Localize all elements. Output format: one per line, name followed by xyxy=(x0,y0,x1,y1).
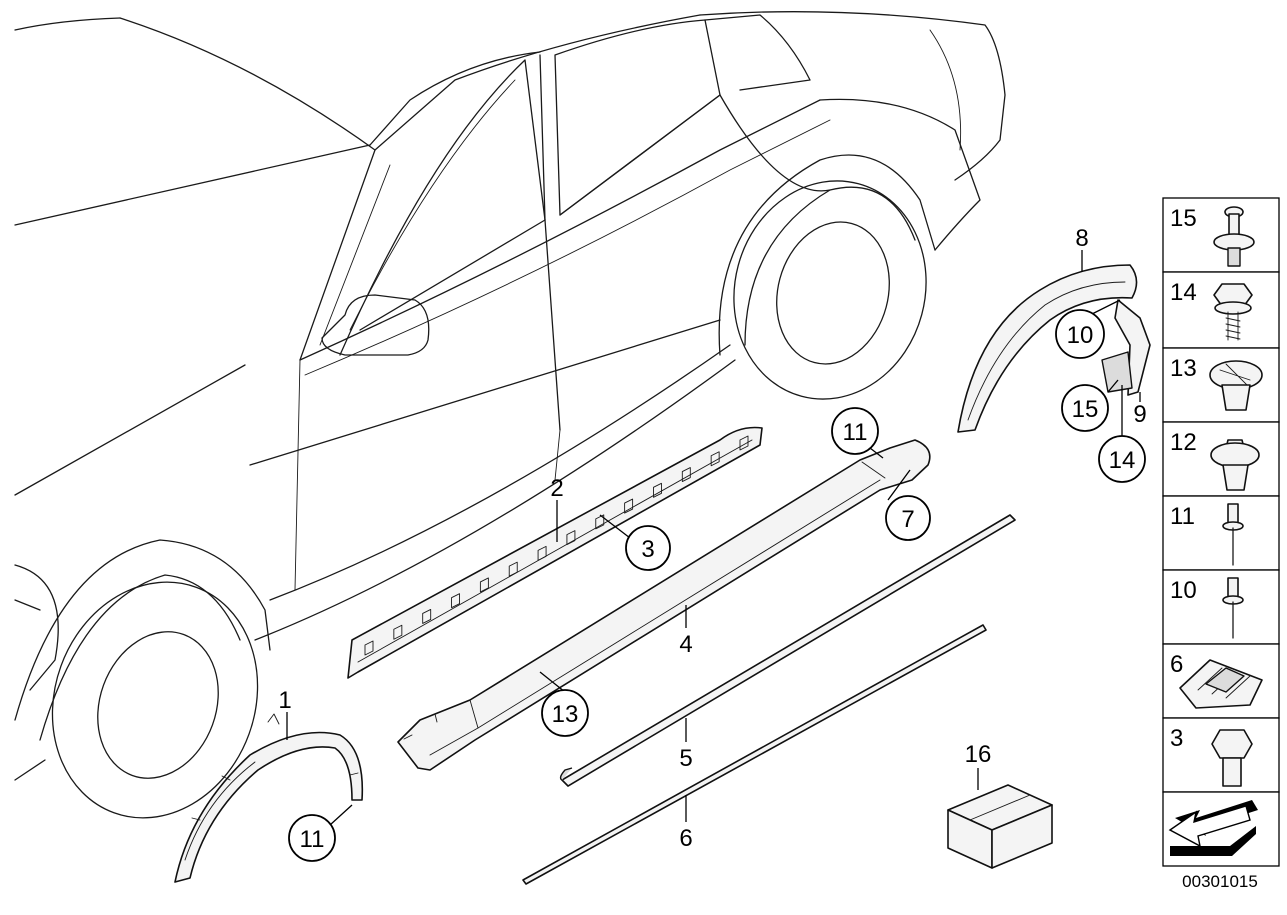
legend-label-11: 11 xyxy=(1170,503,1195,530)
callout-15: 15 xyxy=(1072,396,1099,423)
clip-12-icon xyxy=(1210,439,1260,491)
sill-mounting-rail xyxy=(347,426,763,679)
leader-lines xyxy=(286,250,1141,826)
collar-screw-14-icon xyxy=(1213,283,1253,341)
kit-box xyxy=(947,784,1053,869)
blind-rivet-11-icon xyxy=(1222,503,1244,566)
legend-label-10: 10 xyxy=(1170,577,1197,604)
callout-16: 16 xyxy=(965,741,992,768)
rail-clip xyxy=(595,514,605,530)
callout-7: 7 xyxy=(901,506,914,533)
callout-4: 4 xyxy=(679,631,692,658)
legend-label-6: 6 xyxy=(1170,651,1183,678)
front-wheel-arch-trim xyxy=(174,713,364,883)
callout-11-rear: 11 xyxy=(843,419,868,446)
rail-clip xyxy=(681,467,691,482)
rail-clip xyxy=(710,451,720,467)
legend-label-15: 15 xyxy=(1170,205,1197,232)
reference-number: 00301015 xyxy=(1182,872,1258,891)
callout-9: 9 xyxy=(1133,401,1146,428)
legend-label-12: 12 xyxy=(1170,429,1197,456)
rivet-15-icon xyxy=(1213,206,1255,267)
callout-3: 3 xyxy=(641,536,654,563)
rail-clip xyxy=(508,561,518,577)
blind-rivet-10-icon xyxy=(1222,577,1244,639)
rear-wheel-arch-trim xyxy=(957,264,1138,433)
callout-labels: 1 2 4 5 6 8 9 16 3 7 10 11 11 13 15 14 xyxy=(278,225,1147,862)
callout-8: 8 xyxy=(1075,225,1088,252)
clip-block-6-icon xyxy=(1179,659,1263,709)
vehicle-outline xyxy=(14,11,1006,819)
arch-bracket xyxy=(1101,299,1151,396)
callout-2: 2 xyxy=(550,475,563,502)
rail-clip xyxy=(479,577,489,593)
trim-strip-5 xyxy=(559,514,1016,787)
parts-legend: 15 14 13 12 11 10 6 3 xyxy=(1162,197,1280,867)
legend-label-14: 14 xyxy=(1170,279,1197,306)
rail-clip xyxy=(537,545,547,561)
rail-clip xyxy=(566,530,576,546)
trim-strip-6 xyxy=(522,624,987,885)
callout-5: 5 xyxy=(679,745,692,772)
legend-label-3: 3 xyxy=(1170,725,1183,752)
direction-arrow-icon xyxy=(1168,800,1258,856)
rail-clip xyxy=(653,482,662,498)
rail-clip xyxy=(624,498,634,514)
rail-clip xyxy=(364,640,374,656)
hex-bolt-3-icon xyxy=(1211,729,1253,787)
callout-13: 13 xyxy=(552,701,579,728)
side-sill-panel xyxy=(397,439,931,771)
clip-13-icon xyxy=(1209,360,1263,411)
rail-clip xyxy=(393,624,403,640)
legend-label-13: 13 xyxy=(1170,355,1197,382)
callout-6: 6 xyxy=(679,825,692,852)
rail-clip xyxy=(451,593,460,609)
rail-clip xyxy=(422,609,432,624)
rail-clip xyxy=(739,435,749,451)
callout-11-front: 11 xyxy=(300,826,325,853)
callout-1: 1 xyxy=(278,687,291,714)
callout-10: 10 xyxy=(1067,322,1094,349)
callout-14: 14 xyxy=(1109,447,1136,474)
